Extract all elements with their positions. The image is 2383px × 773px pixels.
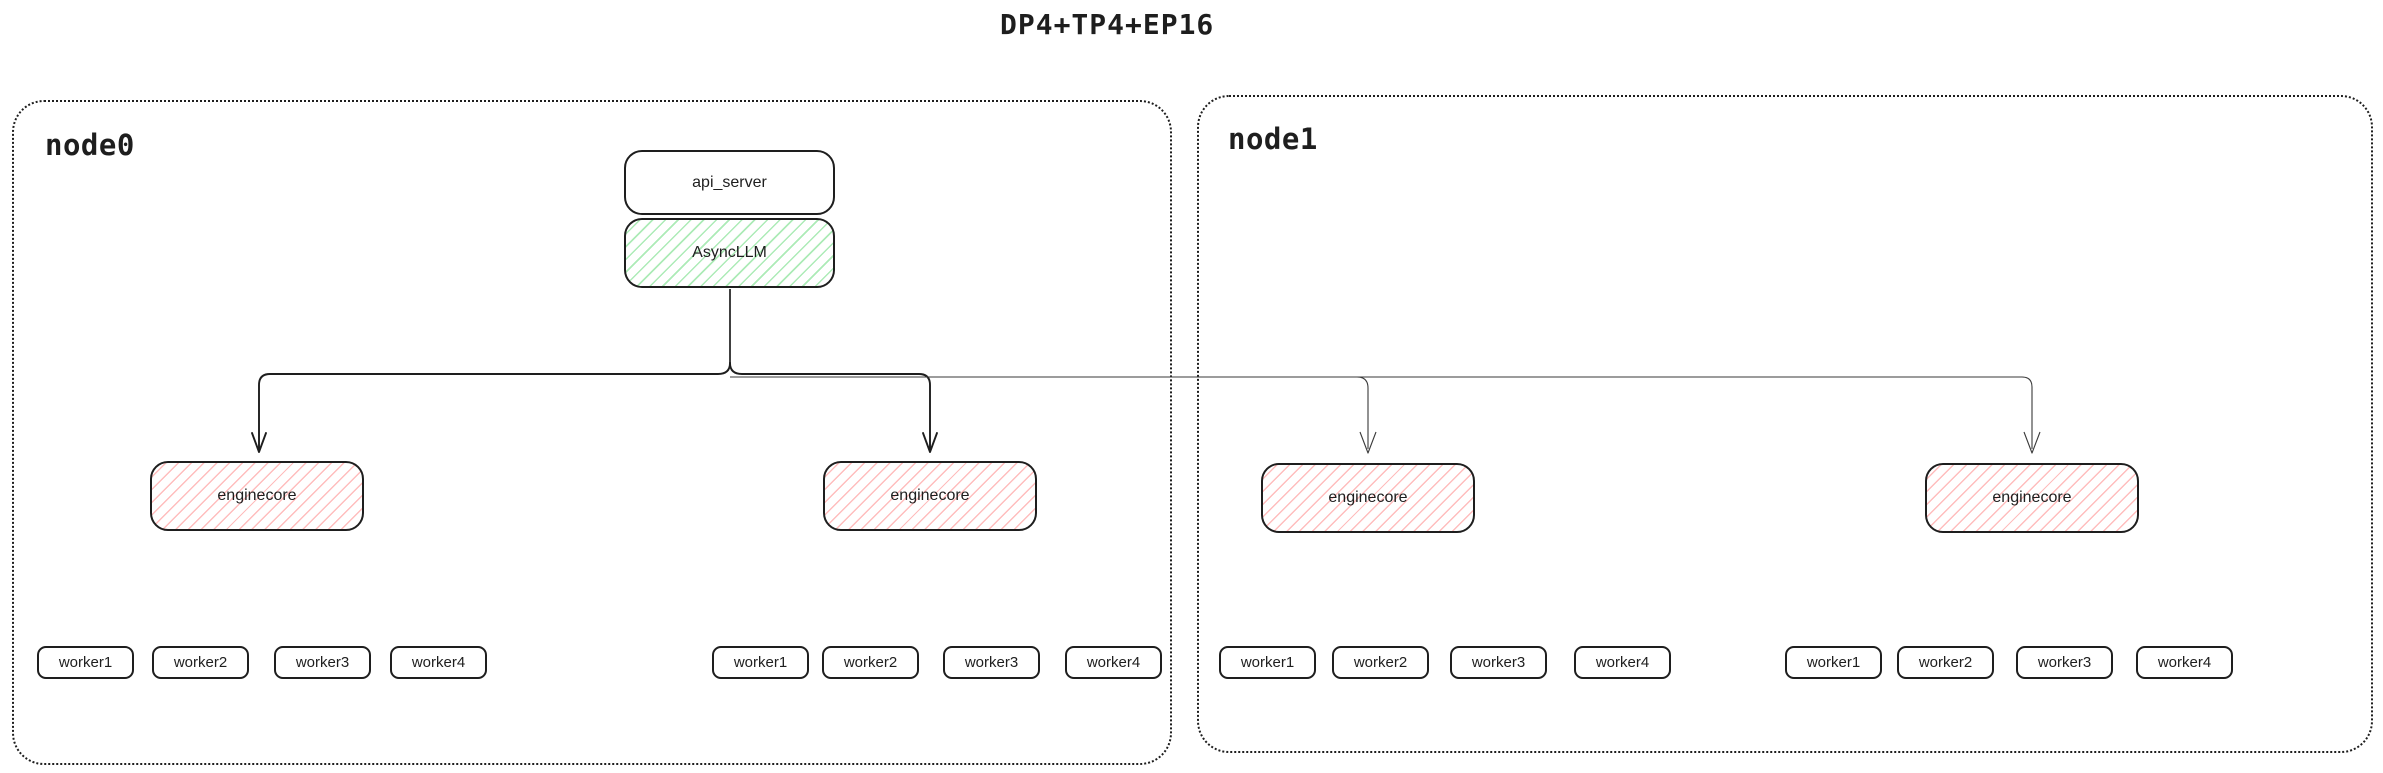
worker-box: worker1 xyxy=(37,646,134,679)
enginecore-box-node0-2: enginecore xyxy=(823,461,1037,531)
api-server-box: api_server xyxy=(624,150,835,215)
diagram-title: DP4+TP4+EP16 xyxy=(1000,8,1215,41)
worker-box: worker1 xyxy=(1219,646,1316,679)
node1-label: node1 xyxy=(1228,122,1318,156)
enginecore-box-node1-1: enginecore xyxy=(1261,463,1475,533)
worker-box: worker2 xyxy=(1332,646,1429,679)
worker-box: worker4 xyxy=(1065,646,1162,679)
worker-box: worker4 xyxy=(390,646,487,679)
worker-box: worker1 xyxy=(1785,646,1882,679)
worker-box: worker2 xyxy=(1897,646,1994,679)
worker-box: worker3 xyxy=(943,646,1040,679)
worker-box: worker2 xyxy=(152,646,249,679)
worker-box: worker3 xyxy=(2016,646,2113,679)
worker-box: worker1 xyxy=(712,646,809,679)
worker-box: worker3 xyxy=(1450,646,1547,679)
enginecore-box-node1-2: enginecore xyxy=(1925,463,2139,533)
worker-box: worker4 xyxy=(2136,646,2233,679)
enginecore-box-node0-1: enginecore xyxy=(150,461,364,531)
worker-box: worker3 xyxy=(274,646,371,679)
node0-label: node0 xyxy=(45,128,135,162)
worker-box: worker2 xyxy=(822,646,919,679)
asyncllm-box: AsyncLLM xyxy=(624,218,835,288)
worker-box: worker4 xyxy=(1574,646,1671,679)
